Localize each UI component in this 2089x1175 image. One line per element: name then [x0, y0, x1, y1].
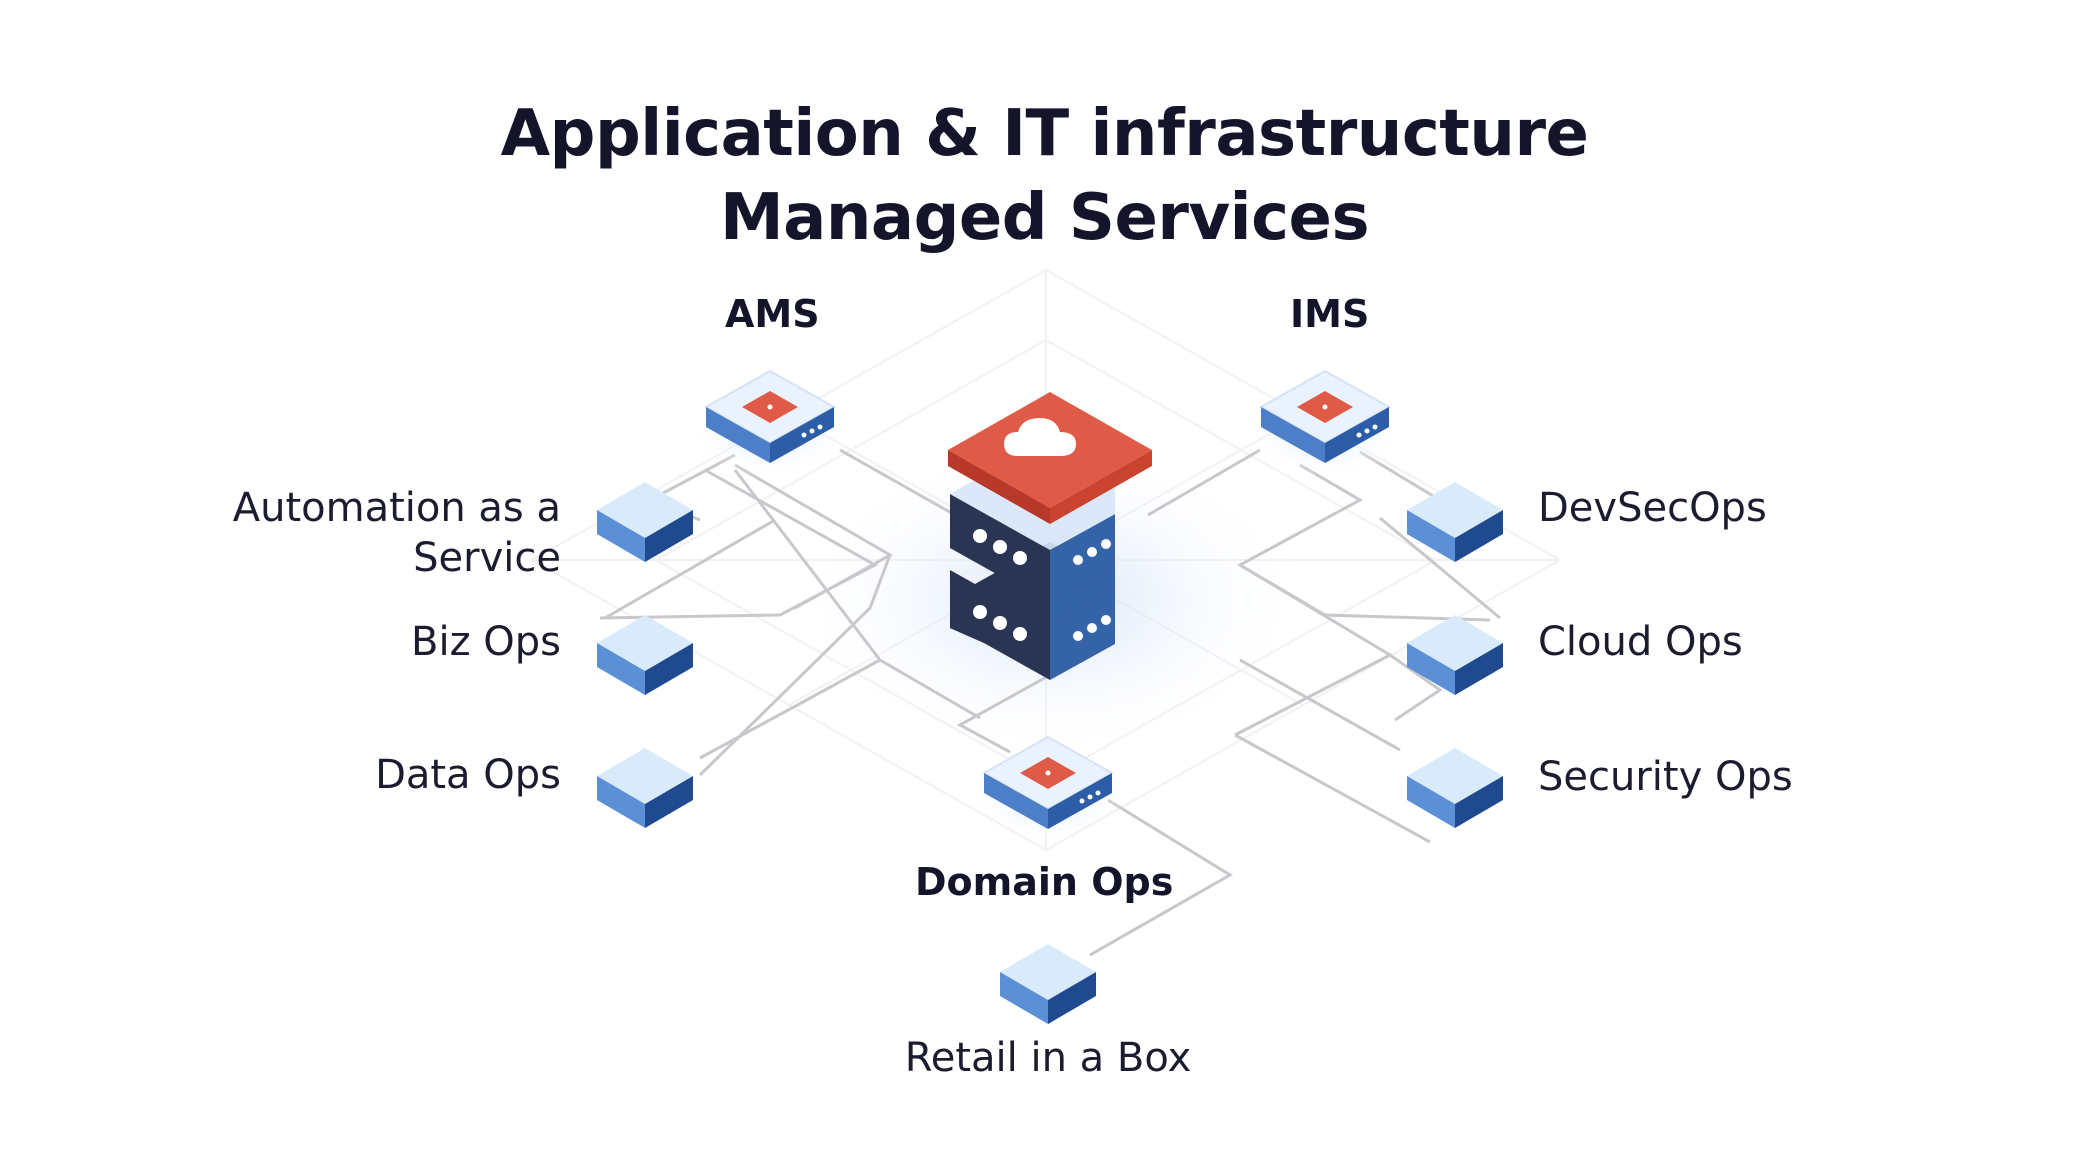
- cube-icon: [1407, 615, 1503, 695]
- cube-icon: [597, 482, 693, 562]
- cloud-ops-label: Cloud Ops: [1538, 619, 1743, 665]
- ims-label: IMS: [1290, 292, 1370, 336]
- ims-node: [1244, 370, 1406, 478]
- automation-label-line-2: Service: [413, 535, 561, 581]
- central-server: [948, 392, 1152, 680]
- page-title-line-1: Application & IT infrastructure: [500, 97, 1589, 171]
- server-icon: [950, 570, 1115, 680]
- cube-icon: [1407, 482, 1503, 562]
- ams-label: AMS: [725, 292, 820, 336]
- retail-label: Retail in a Box: [904, 1035, 1192, 1081]
- data-ops-label: Data Ops: [375, 752, 561, 798]
- ams-node: [689, 370, 851, 478]
- cube-icon: [1407, 748, 1503, 828]
- cube-icon: [1000, 944, 1096, 1024]
- devsecops-label: DevSecOps: [1538, 485, 1767, 531]
- connector-lines: [599, 448, 1501, 957]
- automation-label-line-1: Automation as a: [232, 485, 561, 531]
- page-title-line-2: Managed Services: [719, 181, 1370, 255]
- security-ops-label: Security Ops: [1538, 754, 1793, 800]
- domain-ops-label: Domain Ops: [915, 860, 1174, 904]
- biz-ops-label: Biz Ops: [411, 619, 561, 665]
- cube-icon: [597, 748, 693, 828]
- server-icon: [950, 494, 1115, 604]
- cloud-icon: [948, 392, 1152, 524]
- cube-icon: [597, 615, 693, 695]
